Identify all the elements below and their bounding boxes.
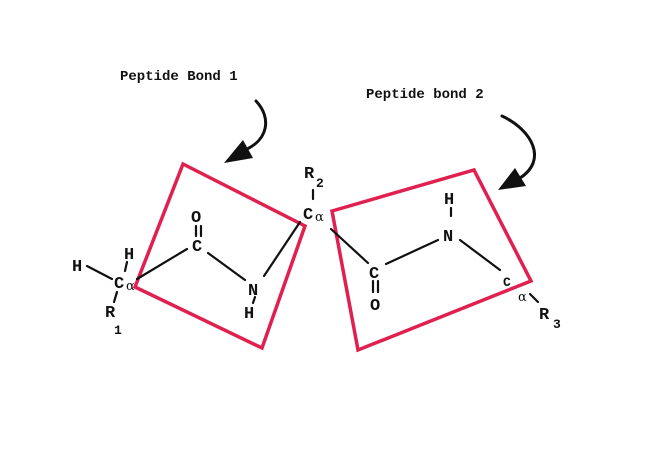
arrow-bond-2: [498, 114, 537, 190]
peptide-bond-1-box: [132, 161, 308, 351]
bond-c-n-left: [206, 251, 247, 282]
atom-r1-subscript: 1: [114, 323, 122, 338]
bond-calpha-right-r3: [528, 292, 540, 304]
arrow-bond-2-head: [498, 168, 526, 190]
atom-r2: R: [304, 165, 315, 184]
bond-htop-calpha-left: [123, 260, 129, 273]
peptide-bond-2-box: [329, 167, 534, 353]
bond-n-calpha-mid: [262, 220, 302, 278]
atom-r2-subscript: 2: [316, 176, 324, 191]
arrow-bond-2-shaft: [500, 114, 537, 180]
bond-n-h-left: [251, 295, 257, 305]
atom-c-alpha-mid: C: [303, 206, 313, 225]
atom-c-right: C: [369, 265, 379, 284]
bond-n-calpha-right: [458, 238, 502, 272]
atom-c-alpha-right: C: [503, 275, 511, 290]
atom-c-left: C: [192, 238, 202, 257]
bond-calpha-c-left: [135, 247, 189, 281]
atom-r3: R: [539, 306, 550, 325]
bond-calpha-r1: [112, 290, 119, 304]
alpha-mid: α: [315, 210, 324, 225]
arrow-bond-1-shaft: [243, 99, 268, 152]
atom-h-n-right: H: [444, 191, 454, 210]
atom-n-right: N: [443, 228, 453, 247]
alpha-left: α: [126, 279, 135, 294]
atom-o-left: O: [191, 209, 201, 228]
atom-r1: R: [105, 304, 116, 323]
bond-c-n-right: [384, 238, 440, 266]
arrow-bond-1: [224, 99, 268, 163]
arrow-bond-1-head: [224, 140, 253, 163]
peptide-bond-1-label: Peptide Bond 1: [120, 69, 238, 85]
peptide-bond-2-label: Peptide bond 2: [366, 87, 484, 103]
atom-o-right: O: [370, 297, 380, 316]
bond-calpha-mid-c-right: [329, 227, 370, 265]
atom-r3-subscript: 3: [553, 317, 561, 332]
alpha-right: α: [518, 290, 527, 305]
atom-h-n-left: H: [244, 305, 254, 324]
atom-c-alpha-left: C: [114, 275, 124, 294]
bond-lines: [85, 188, 540, 305]
atom-n-left: N: [248, 282, 258, 301]
atom-h-top-left: H: [124, 246, 134, 265]
atom-h-left: H: [72, 258, 82, 277]
bond-h-calpha-left: [85, 264, 114, 281]
